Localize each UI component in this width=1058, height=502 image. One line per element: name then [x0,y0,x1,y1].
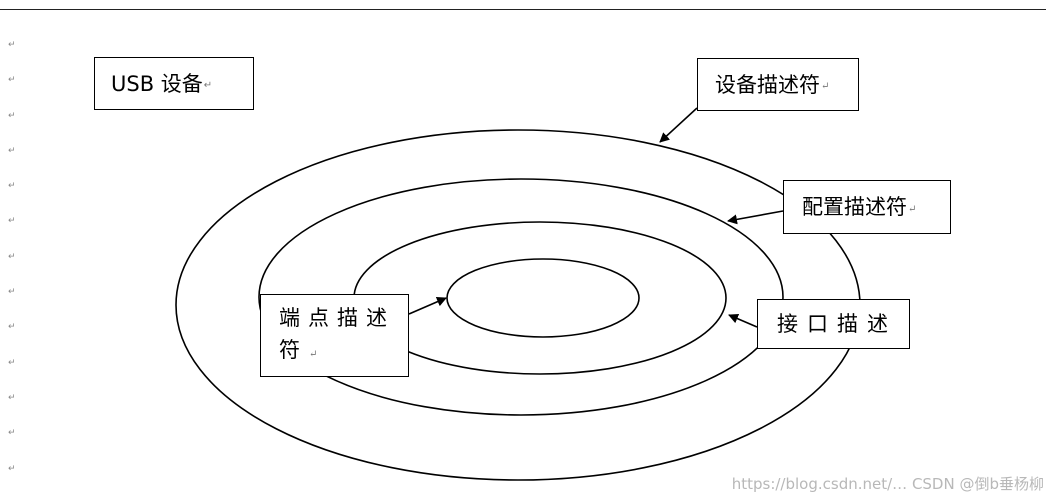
paragraph-mark: ↵ [8,428,16,439]
paragraph-mark: ↵ [821,81,830,92]
paragraph-marks-column: ↵ ↵ ↵ ↵ ↵ ↵ ↵ ↵ ↵ ↵ ↵ ↵ ↵ [8,38,22,497]
usb-device-label: USB 设备 [111,71,203,96]
paragraph-mark: ↵ [8,287,16,298]
configuration-ellipse [258,178,784,416]
paragraph-mark: ↵ [8,75,16,86]
paragraph-mark: ↵ [8,145,16,156]
device-descriptor-label: 设备描述符 [715,72,820,97]
paragraph-mark: ↵ [8,463,16,474]
endpoint-ellipse [446,258,640,338]
paragraph-mark: ↵ [8,322,16,333]
interface-ellipse [353,221,727,375]
paragraph-mark: ↵ [8,110,16,121]
config-descriptor-label-box: 配置描述符 ↵ [783,180,951,234]
top-rule [0,9,1046,10]
paragraph-mark: ↵ [8,251,16,262]
paragraph-mark: ↵ [309,349,326,360]
endpoint-descriptor-label-line1: 端点描述 [279,306,395,330]
paragraph-mark: ↵ [8,216,16,227]
interface-descriptor-label-box: 接口描述 [757,299,910,349]
config-descriptor-label: 配置描述符 [802,195,907,219]
endpoint-descriptor-label-box: 端点描述 符↵ [260,294,409,377]
paragraph-mark: ↵ [203,80,213,91]
interface-descriptor-label: 接口描述 [777,312,897,336]
interface-descriptor-arrow [728,313,758,328]
usb-device-label-box: USB 设备 ↵ [94,57,254,110]
device-descriptor-arrow [659,107,698,143]
endpoint-descriptor-label-line2-wrap: 符↵ [279,334,408,371]
paragraph-mark: ↵ [908,204,917,215]
endpoint-descriptor-label-line2: 符 [279,338,308,362]
endpoint-descriptor-arrow [408,296,447,315]
device-descriptor-label-box: 设备描述符 ↵ [697,58,859,111]
paragraph-mark: ↵ [8,181,16,192]
config-descriptor-arrow [727,210,784,225]
paragraph-mark: ↵ [8,357,16,368]
paragraph-mark: ↵ [8,40,16,50]
csdn-watermark: https://blog.csdn.net/… CSDN @倒b垂杨柳 [731,475,1044,493]
paragraph-mark: ↵ [8,392,16,403]
